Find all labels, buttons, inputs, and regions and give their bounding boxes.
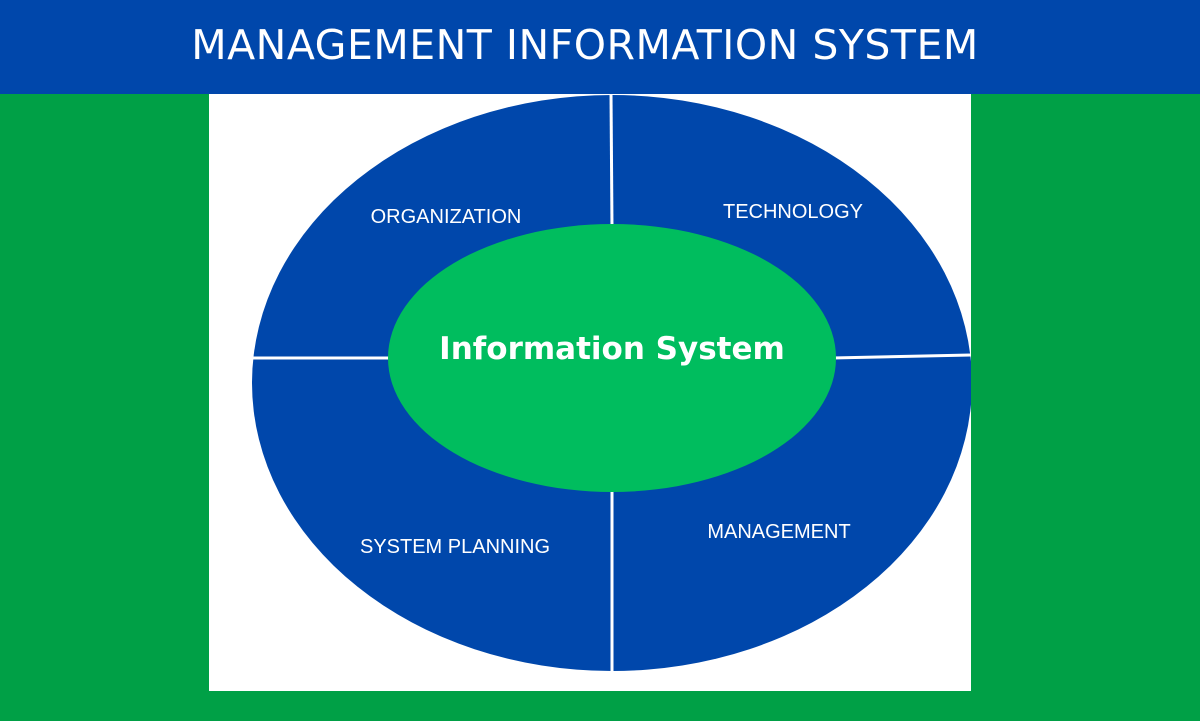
center-label: Information System bbox=[439, 331, 785, 367]
center-ellipse bbox=[388, 224, 836, 492]
divider-right bbox=[831, 353, 971, 360]
title-banner: MANAGEMENT INFORMATION SYSTEM bbox=[0, 0, 1200, 94]
divider-top bbox=[609, 94, 614, 229]
segment-label-system-planning: SYSTEM PLANNING bbox=[359, 536, 551, 558]
diagram-graphic bbox=[252, 94, 971, 672]
segment-label-management: MANAGEMENT bbox=[707, 521, 851, 543]
segment-label-organization: ORGANIZATION bbox=[370, 206, 522, 228]
segment-label-technology: TECHNOLOGY bbox=[722, 201, 864, 223]
page-title: MANAGEMENT INFORMATION SYSTEM bbox=[191, 21, 979, 69]
diagram-canvas bbox=[209, 94, 971, 691]
